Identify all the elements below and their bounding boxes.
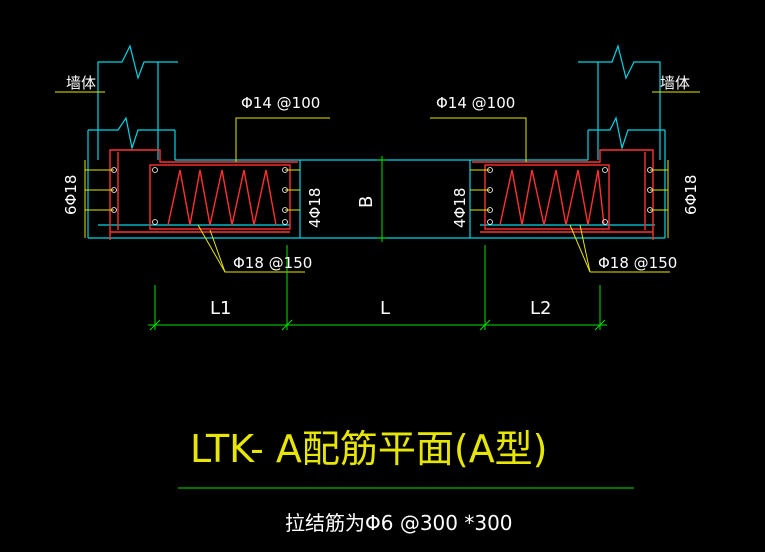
dim-tick-1 [149,319,161,331]
right-inner-stirrup [484,164,610,230]
left-spiral-ties [167,169,277,226]
drawing-subtitle: 拉结筋为Φ6 @300 *300 [285,511,513,535]
top-bar-label-right: Φ14 @100 [436,94,515,112]
leader-stirrup-right-2 [569,224,591,273]
bar-dot [152,219,158,225]
side-bars-label-left: 6Φ18 [62,175,80,215]
right-wall-break-top [578,43,661,160]
left-beam-break [88,116,175,151]
left-outer-stirrup-top [109,149,298,240]
inner-bars-label-right: 4Φ18 [451,188,469,228]
leader-top-bar-left [235,117,330,162]
stirrup-label-left: Φ18 @150 [233,254,312,272]
dim-tick-3 [479,319,491,331]
left-wall-group [87,44,301,239]
leader-stirrup-right-3 [579,224,591,273]
inner-bars-label-left: 4Φ18 [306,188,324,228]
right-rebar-cage [472,149,654,240]
bar-dot [152,167,158,173]
bar-dot [602,167,608,173]
bar-dot [602,219,608,225]
left-rebar-cage [109,149,298,240]
side-bars-label-right: 6Φ18 [682,175,700,215]
stirrup-label-right: Φ18 @150 [598,254,677,272]
dim-tick-2 [281,319,293,331]
leader-stirrup-left-2 [197,224,226,273]
dim-label-l2: L2 [530,298,551,319]
labels: 墙体 墙体 Φ14 @100 Φ14 @100 6Φ18 6Φ18 4Φ18 4… [62,74,700,535]
dimension-lines [148,156,634,489]
leader-lines [55,91,700,273]
bar-dot [487,219,493,225]
width-label-b: B [356,196,377,208]
left-wall-break-top [97,44,178,160]
dim-label-l: L [380,298,390,319]
right-outer-stirrup-top [472,149,654,240]
bar-dot [282,219,288,225]
leader-top-bar-right [430,117,527,162]
wall-label-right: 墙体 [660,74,690,92]
top-bar-label-left: Φ14 @100 [241,94,320,112]
right-wall-group [469,43,666,239]
right-beam-break [588,116,665,151]
dim-tick-4 [594,319,606,331]
dim-label-l1: L1 [210,298,231,319]
drawing-title: LTK- A配筋平面(A型) [190,427,548,471]
wall-label-left: 墙体 [66,74,96,92]
left-inner-stirrup [149,164,291,230]
right-spiral-ties [499,169,605,226]
